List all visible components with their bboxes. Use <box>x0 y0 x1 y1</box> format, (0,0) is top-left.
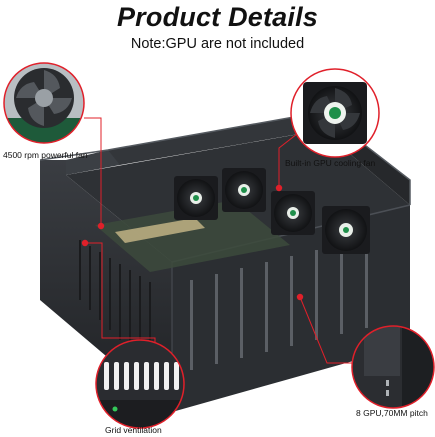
gpu-fan-label: Built-in GPU cooling fan <box>285 158 376 168</box>
chassis <box>39 111 411 412</box>
gpu-fan-icon <box>290 68 380 158</box>
gpu-slots-label: 8 GPU,70MM pitch <box>356 408 428 418</box>
page-title: Product Details <box>116 2 319 32</box>
grid-vent-icon <box>95 339 185 429</box>
gpu-slot-icon <box>351 325 435 409</box>
cpu-fan-icon <box>3 62 85 144</box>
page-subtitle: Note:GPU are not included <box>130 36 305 52</box>
callout-dots <box>81 184 304 301</box>
gpu-fan-row <box>174 168 370 254</box>
grid-ventilation-label: Grid ventilation <box>105 425 162 435</box>
cpu-fan-label: 4500 rpm powerful fan <box>3 150 88 160</box>
callout-lines <box>84 117 352 364</box>
